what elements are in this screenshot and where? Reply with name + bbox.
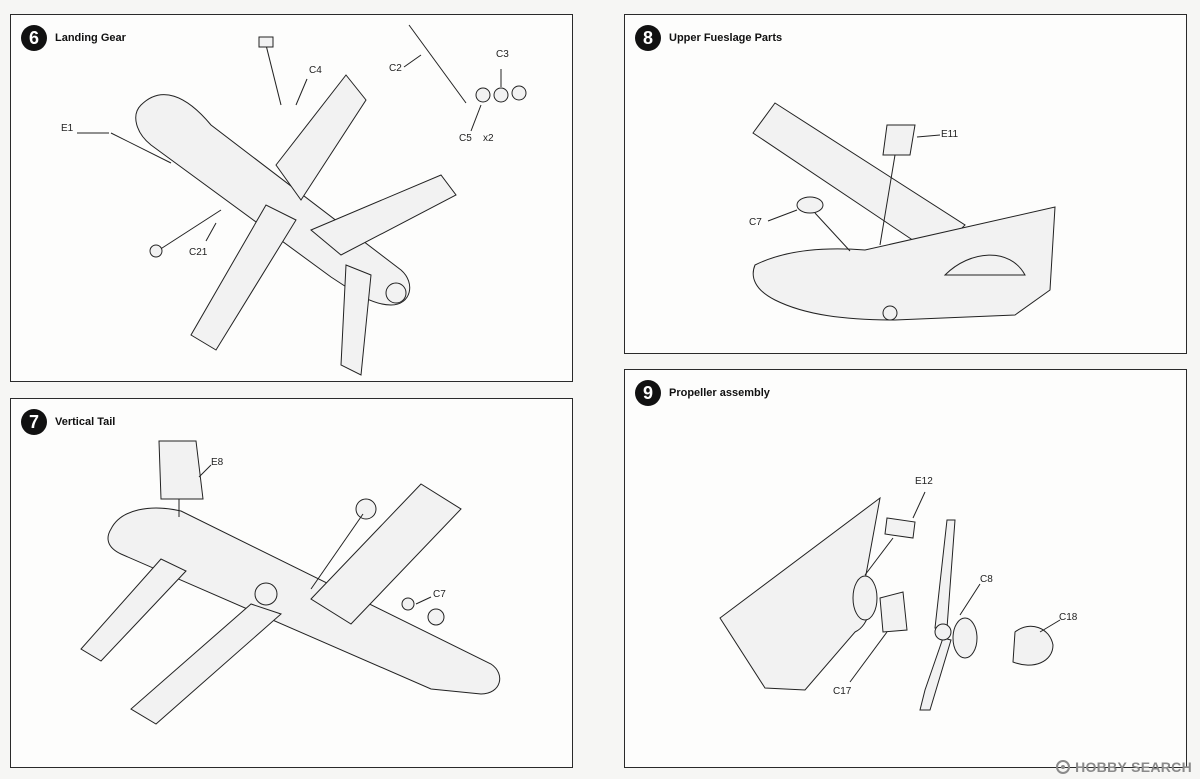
step-panel-8: 8 Upper Fueslage Parts E11 C7 [624, 14, 1187, 354]
part-label-c3: C3 [496, 49, 509, 60]
step-header: 6 Landing Gear [21, 25, 126, 51]
step-title: Upper Fueslage Parts [669, 32, 783, 44]
step-number: 8 [635, 25, 661, 51]
part-label-e1: E1 [61, 123, 74, 134]
watermark: HOBBY SEARCH [1056, 759, 1192, 775]
part-label-c8: C8 [980, 574, 993, 585]
vertical-tail-diagram: E8 C7 [80, 440, 501, 725]
step-title: Vertical Tail [55, 416, 116, 428]
propeller-assembly-diagram: E12 C8 C18 C17 [719, 476, 1078, 711]
step-header: 9 Propeller assembly [635, 380, 770, 406]
step-panel-6: 6 Landing Gear C4 C2 C3 E1 C5 x2 C21 [10, 14, 573, 382]
step-title: Propeller assembly [669, 387, 770, 399]
part-label-c7: C7 [749, 217, 762, 228]
part-label-c5: C5 [459, 133, 472, 144]
upper-fuselage-diagram: E11 C7 [749, 102, 1056, 321]
part-label-e8: E8 [211, 457, 224, 468]
part-label-c18: C18 [1059, 612, 1078, 623]
step-header: 7 Vertical Tail [21, 409, 115, 435]
part-label-e12: E12 [915, 476, 933, 487]
part-label-c7: C7 [433, 589, 446, 600]
step-header: 8 Upper Fueslage Parts [635, 25, 782, 51]
step-number: 7 [21, 409, 47, 435]
landing-gear-diagram: C4 C2 C3 E1 C5 x2 C21 [61, 24, 527, 376]
watermark-text: HOBBY SEARCH [1075, 759, 1192, 775]
step-panel-7: 7 Vertical Tail E8 C7 [10, 398, 573, 768]
step-number: 9 [635, 380, 661, 406]
quantity-label: x2 [483, 133, 494, 144]
part-label-c17: C17 [833, 686, 852, 697]
step-panel-9: 9 Propeller assembly E12 C8 C18 C17 [624, 369, 1187, 768]
step-number: 6 [21, 25, 47, 51]
part-label-c2: C2 [389, 63, 402, 74]
part-label-c4: C4 [309, 65, 322, 76]
part-label-e11: E11 [941, 129, 958, 140]
part-label-c21: C21 [189, 247, 208, 258]
hobby-search-logo-icon [1056, 760, 1071, 774]
step-title: Landing Gear [55, 32, 126, 44]
